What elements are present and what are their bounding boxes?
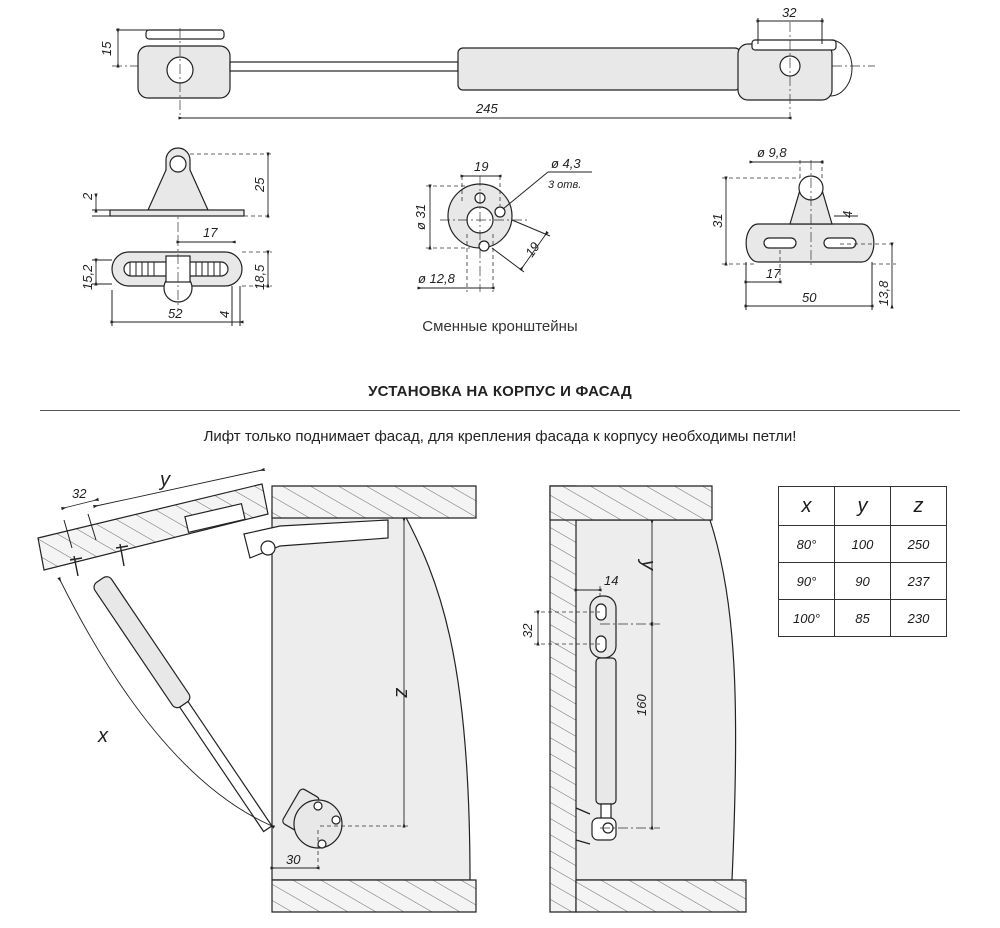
- dim-14-label: 14: [604, 573, 618, 588]
- hinge-notice: Лифт только поднимает фасад, для креплен…: [203, 428, 797, 445]
- dim-50-label: 50: [802, 290, 817, 305]
- dim-245-label: 245: [475, 101, 498, 116]
- install-left-drawing: x 32 y z 30: [37, 467, 477, 913]
- dim-17-label: 17: [203, 225, 218, 240]
- bracket-right-drawing: ø 9,8 31 4 17 50 13,8: [710, 145, 896, 310]
- diameter-9-8-label: ø 9,8: [757, 145, 787, 160]
- spec-header-x: x: [778, 486, 835, 526]
- dim-18-5-label: 18,5: [252, 264, 267, 290]
- dim-4-right-label: 4: [840, 211, 855, 218]
- section-title: УСТАНОВКА НА КОРПУС И ФАСАД: [368, 383, 632, 400]
- spec-cell: 237: [890, 562, 947, 600]
- table-row: 90° 90 237: [778, 562, 947, 600]
- dim-15-label: 15: [99, 41, 114, 56]
- gas-spring-top-view: 15 32 245: [99, 5, 875, 120]
- spec-cell: 90°: [778, 562, 835, 600]
- label-y-right: y: [637, 558, 659, 571]
- diameter-31-label: ø 31: [413, 204, 428, 230]
- brackets-caption: Сменные кронштейны: [422, 318, 578, 335]
- diameter-4-3-label: ø 4,3: [551, 156, 581, 171]
- spec-header-y: y: [834, 486, 891, 526]
- dim-32-install-left-label: 32: [72, 486, 87, 501]
- install-right-drawing: y 160 14 32: [520, 485, 747, 913]
- dim-31-label: 31: [710, 214, 725, 228]
- dim-32-install-right-label: 32: [520, 623, 535, 638]
- holes-note: 3 отв.: [548, 179, 581, 191]
- dim-32-label: 32: [782, 5, 797, 20]
- bracket-round-drawing: 19 ø 4,3 3 отв. ø 31 19 ø 12,8: [413, 156, 592, 292]
- bracket-left-drawing: 25 2 17 15,2 18,5 4 52: [80, 147, 272, 326]
- dim-17-right-label: 17: [766, 266, 781, 281]
- spec-cell: 100°: [778, 599, 835, 637]
- diameter-12-8-label: ø 12,8: [418, 271, 456, 286]
- spec-cell: 80°: [778, 525, 835, 563]
- dim-25-label: 25: [252, 177, 267, 193]
- table-row: 80° 100 250: [778, 525, 947, 563]
- dim-13-8-label: 13,8: [876, 280, 891, 306]
- spec-table-header: x y z: [778, 486, 947, 526]
- spec-cell: 230: [890, 599, 947, 637]
- label-y-left: y: [158, 469, 171, 491]
- dim-4-label: 4: [217, 311, 232, 318]
- dim-15-2-label: 15,2: [80, 264, 95, 290]
- table-row: 100° 85 230: [778, 599, 947, 637]
- dim-19-top-label: 19: [474, 159, 488, 174]
- dim-19-diag-label: 19: [522, 239, 543, 259]
- spec-cell: 250: [890, 525, 947, 563]
- dim-52-label: 52: [168, 306, 183, 321]
- spec-cell: 100: [834, 525, 891, 563]
- dim-160-label: 160: [634, 694, 649, 716]
- label-z: z: [391, 687, 413, 698]
- dim-2-label: 2: [80, 192, 95, 201]
- dim-30-label: 30: [286, 852, 301, 867]
- spec-table: x y z 80° 100 250 90° 90 237 100° 85 230: [778, 486, 947, 637]
- spec-header-z: z: [890, 486, 947, 526]
- spec-cell: 90: [834, 562, 891, 600]
- spec-cell: 85: [834, 599, 891, 637]
- section-divider: [40, 410, 960, 411]
- label-x: x: [97, 725, 109, 747]
